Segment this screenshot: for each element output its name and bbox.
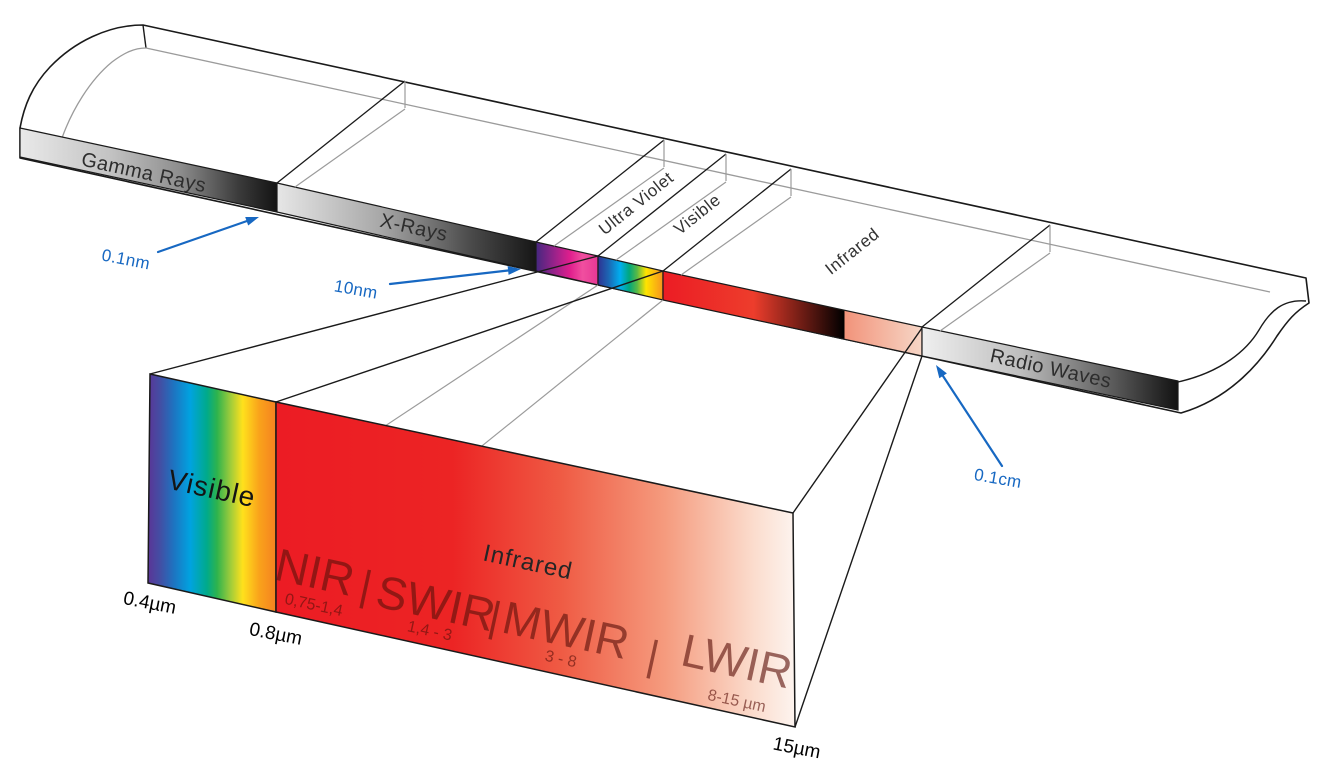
mark-0-8um: 0.8µm (248, 619, 304, 650)
label-0-1nm: 0.1nm (100, 246, 151, 274)
label-10nm: 10nm (333, 276, 379, 302)
band-radio (921, 326, 1179, 411)
zoom-line-right-bot (794, 355, 923, 728)
zoom-line-left (149, 255, 599, 375)
annotation-0-1nm: 0.1nm (100, 217, 259, 273)
ribbon-right-inner-curve (1177, 300, 1307, 383)
zoom-line-right-top (792, 327, 923, 514)
label-0-1cm: 0.1cm (973, 465, 1023, 492)
arrowhead-10nm (507, 266, 521, 275)
ribbon-fold-line (145, 47, 1271, 293)
annotation-0-1cm: 0.1cm (936, 365, 1023, 492)
ribbon-left-inner-curve (61, 47, 147, 139)
arrowhead-0-1nm (245, 217, 259, 226)
mark-15um: 15µm (771, 734, 822, 764)
ribbon-left-cut-edge (142, 24, 147, 49)
mwir-range: 3 - 8 (543, 648, 578, 671)
mark-0-4um: 0.4µm (122, 588, 178, 619)
arrowhead-0-1cm (936, 365, 947, 379)
zoom-lines-black (149, 255, 923, 728)
ribbon-body (19, 24, 1310, 414)
zoom-line-mid (275, 270, 664, 403)
segment-dividers (276, 80, 1051, 332)
